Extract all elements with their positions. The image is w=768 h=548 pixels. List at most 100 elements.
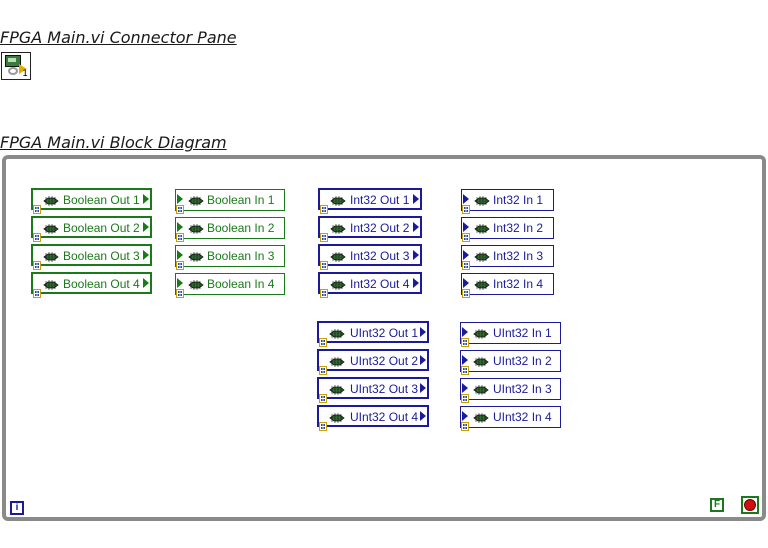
connector-icon [33, 257, 41, 270]
input-arrow-icon [463, 222, 469, 232]
connector-icon [461, 334, 469, 347]
boolean-out-node[interactable]: Boolean Out 1 [31, 188, 152, 214]
arrow-icon [19, 64, 27, 74]
input-arrow-icon [462, 411, 468, 421]
node-label: Int32 Out 4 [350, 277, 410, 291]
node-label: Boolean Out 2 [63, 221, 140, 235]
connector-icon [319, 390, 327, 403]
input-arrow-icon [463, 278, 469, 288]
boolean-in-node[interactable]: Boolean In 1 [175, 189, 285, 214]
connector-icon [319, 334, 327, 347]
int32-out-node[interactable]: Int32 Out 1 [318, 188, 422, 214]
node-label: Boolean In 3 [207, 249, 275, 263]
node-label: Boolean Out 3 [63, 249, 140, 263]
input-arrow-icon [462, 327, 468, 337]
connector-number: 1 [22, 69, 28, 79]
output-arrow-icon [420, 411, 426, 421]
uint32-out-node[interactable]: UInt32 Out 4 [317, 405, 429, 431]
node-label: UInt32 In 3 [493, 382, 552, 396]
boolean-in-node[interactable]: Boolean In 3 [175, 245, 285, 270]
uint32-out-node[interactable]: UInt32 Out 1 [317, 321, 429, 347]
int32-out-node[interactable]: Int32 Out 2 [318, 216, 422, 242]
connector-icon [462, 229, 470, 242]
uint32-out-node[interactable]: UInt32 Out 3 [317, 377, 429, 403]
register-ref-icon [329, 327, 345, 339]
connector-icon [461, 362, 469, 375]
input-arrow-icon [463, 194, 469, 204]
register-ref-icon [330, 278, 346, 290]
connector-icon [33, 201, 41, 214]
boolean-out-node[interactable]: Boolean Out 2 [31, 216, 152, 242]
uint32-out-node[interactable]: UInt32 Out 2 [317, 349, 429, 375]
node-label: UInt32 Out 1 [350, 326, 419, 340]
uint32-in-node[interactable]: UInt32 In 1 [460, 322, 561, 347]
node-label: Int32 In 4 [493, 277, 544, 291]
input-arrow-icon [462, 355, 468, 365]
uint32-in-node[interactable]: UInt32 In 4 [460, 406, 561, 431]
output-arrow-icon [420, 355, 426, 365]
monitor-icon [5, 55, 21, 67]
register-ref-icon [188, 250, 204, 262]
connector-pane-heading: FPGA Main.vi Connector Pane [0, 28, 237, 47]
connector-icon [176, 285, 184, 298]
int32-in-node[interactable]: Int32 In 3 [461, 245, 554, 270]
output-arrow-icon [143, 278, 149, 288]
uint32-in-node[interactable]: UInt32 In 2 [460, 350, 561, 375]
output-arrow-icon [143, 194, 149, 204]
connector-icon [462, 257, 470, 270]
iteration-terminal[interactable]: i [10, 501, 24, 515]
boolean-out-node[interactable]: Boolean Out 4 [31, 272, 152, 298]
boolean-out-node[interactable]: Boolean Out 3 [31, 244, 152, 270]
fpga-vi-icon[interactable]: 1 [1, 52, 31, 80]
node-label: UInt32 Out 4 [350, 410, 419, 424]
connector-icon [33, 285, 41, 298]
input-arrow-icon [177, 194, 183, 204]
register-ref-icon [188, 194, 204, 206]
node-label: Boolean Out 1 [63, 193, 140, 207]
register-ref-icon [474, 194, 490, 206]
connector-icon [320, 257, 328, 270]
register-ref-icon [330, 194, 346, 206]
false-constant[interactable]: F [710, 498, 724, 512]
connector-icon [319, 418, 327, 431]
int32-out-node[interactable]: Int32 Out 3 [318, 244, 422, 270]
register-ref-icon [43, 222, 59, 234]
register-ref-icon [474, 250, 490, 262]
int32-out-node[interactable]: Int32 Out 4 [318, 272, 422, 298]
register-ref-icon [188, 278, 204, 290]
output-arrow-icon [143, 222, 149, 232]
uint32-in-node[interactable]: UInt32 In 3 [460, 378, 561, 403]
int32-in-node[interactable]: Int32 In 4 [461, 273, 554, 298]
input-arrow-icon [462, 383, 468, 393]
boolean-in-node[interactable]: Boolean In 4 [175, 273, 285, 298]
node-label: Int32 Out 2 [350, 221, 410, 235]
node-label: UInt32 In 2 [493, 354, 552, 368]
node-label: Boolean In 2 [207, 221, 275, 235]
register-ref-icon [473, 383, 489, 395]
block-diagram-heading: FPGA Main.vi Block Diagram [0, 133, 227, 152]
input-arrow-icon [177, 250, 183, 260]
register-ref-icon [43, 278, 59, 290]
connector-icon [320, 229, 328, 242]
output-arrow-icon [420, 327, 426, 337]
int32-in-node[interactable]: Int32 In 2 [461, 217, 554, 242]
connector-icon [176, 229, 184, 242]
register-ref-icon [43, 250, 59, 262]
stop-dot-icon [745, 500, 755, 510]
int32-in-node[interactable]: Int32 In 1 [461, 189, 554, 214]
connector-icon [320, 201, 328, 214]
register-ref-icon [329, 383, 345, 395]
register-ref-icon [330, 250, 346, 262]
connector-icon [33, 229, 41, 242]
register-ref-icon [330, 222, 346, 234]
output-arrow-icon [420, 383, 426, 393]
node-label: Boolean Out 4 [63, 277, 140, 291]
connector-icon [176, 201, 184, 214]
boolean-in-node[interactable]: Boolean In 2 [175, 217, 285, 242]
input-arrow-icon [177, 222, 183, 232]
stop-terminal-icon[interactable] [741, 496, 759, 514]
connector-icon [462, 285, 470, 298]
register-ref-icon [474, 278, 490, 290]
output-arrow-icon [413, 278, 419, 288]
register-ref-icon [474, 222, 490, 234]
